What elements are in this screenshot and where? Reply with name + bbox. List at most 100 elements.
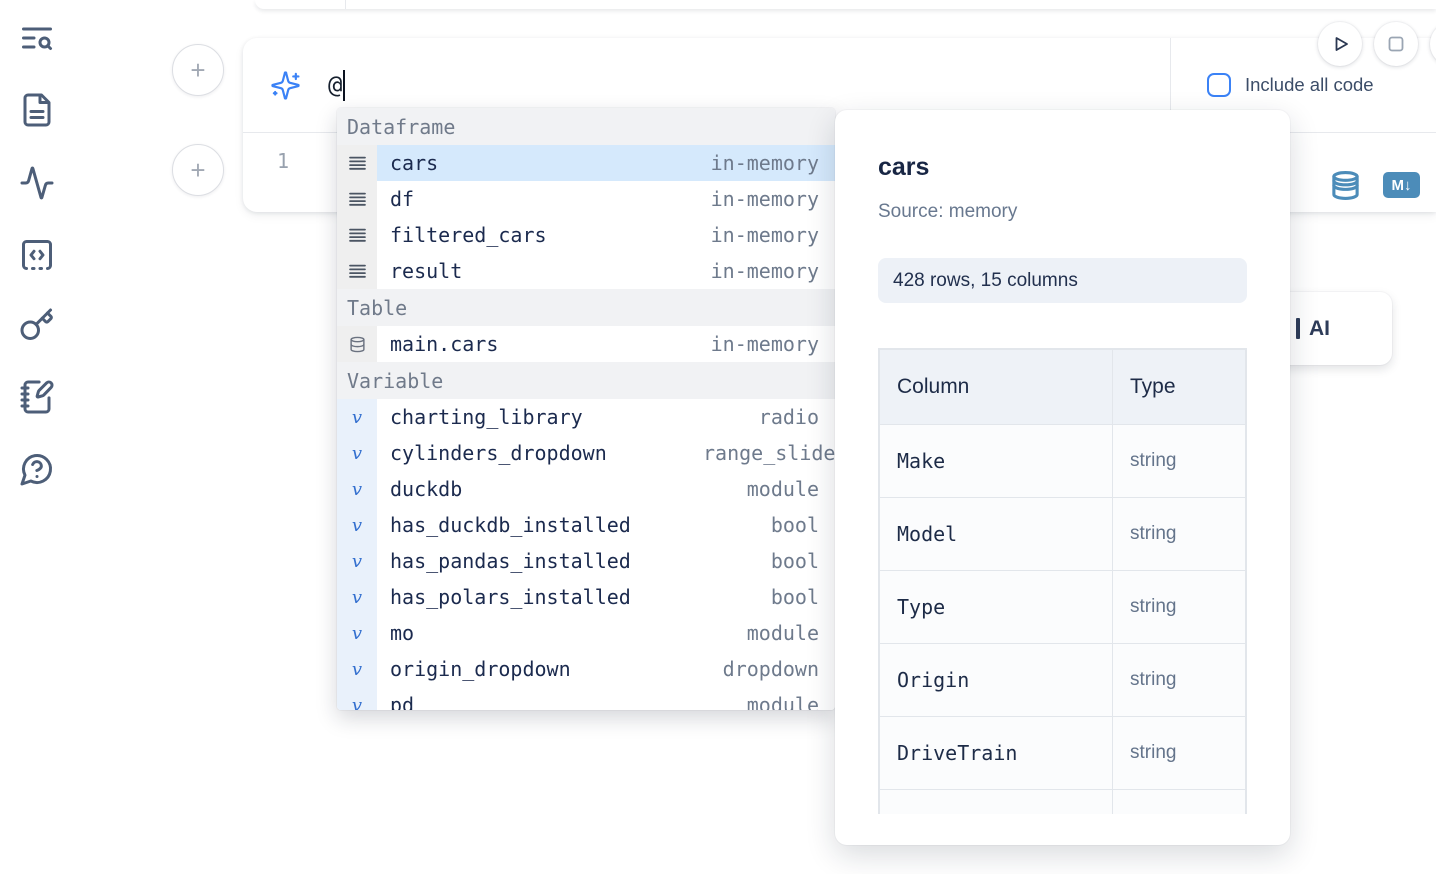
- table-row: Model string: [879, 497, 1246, 571]
- table-row: Type string: [879, 570, 1246, 644]
- item-name: duckdb: [390, 477, 463, 501]
- item-type: in-memory: [710, 259, 819, 283]
- include-all-code-label: Include all code: [1245, 74, 1374, 95]
- secrets-key-icon[interactable]: [19, 307, 55, 343]
- item-name: has_pandas_installed: [390, 549, 631, 573]
- file-document-icon[interactable]: [19, 92, 55, 128]
- include-code-group: Include all code: [1170, 38, 1436, 132]
- item-type: bool: [770, 585, 819, 609]
- section-header-dataframe: Dataframe: [337, 108, 835, 145]
- code-editor-row[interactable]: 1 M↓: [243, 133, 1436, 211]
- column-type-cell: string: [1112, 570, 1246, 644]
- variable-icon: v: [337, 651, 377, 687]
- include-all-code-checkbox[interactable]: [1207, 73, 1231, 97]
- item-type: in-memory: [710, 151, 819, 175]
- help-chat-icon[interactable]: [19, 451, 55, 487]
- autocomplete-item-filtered-cars[interactable]: filtered_cars in-memory: [337, 217, 835, 253]
- autocomplete-dropdown: Dataframe cars in-memory df in-memory fi…: [337, 108, 835, 710]
- column-name-cell: Type: [879, 570, 1113, 644]
- divider: [345, 0, 346, 9]
- prompt-value: @: [328, 71, 343, 99]
- column-type-cell: string: [1112, 716, 1246, 790]
- column-name-cell: Make: [879, 424, 1113, 498]
- item-type: in-memory: [710, 332, 819, 356]
- autocomplete-item-df[interactable]: df in-memory: [337, 181, 835, 217]
- section-header-table: Table: [337, 289, 835, 326]
- item-type: module: [746, 693, 819, 710]
- variable-icon: v: [337, 399, 377, 435]
- item-name: cylinders_dropdown: [390, 441, 607, 465]
- variable-icon: v: [337, 507, 377, 543]
- variable-icon: v: [337, 687, 377, 710]
- dataframe-icon: [337, 181, 377, 217]
- prompt-text: @: [328, 69, 346, 101]
- autocomplete-item-mo[interactable]: v mo module: [337, 615, 835, 651]
- column-type-cell: string: [1112, 424, 1246, 498]
- item-type: module: [746, 621, 819, 645]
- column-name-cell: Origin: [879, 643, 1113, 717]
- cell-actions: M↓: [1330, 133, 1436, 211]
- autocomplete-item-charting-library[interactable]: v charting_library radio: [337, 399, 835, 435]
- preview-title: cars: [878, 153, 930, 181]
- variable-icon: v: [337, 471, 377, 507]
- ai-prompt-input[interactable]: @: [243, 38, 1170, 132]
- toc-search-icon[interactable]: [19, 20, 55, 56]
- item-type: in-memory: [710, 187, 819, 211]
- autocomplete-item-main-cars[interactable]: main.cars in-memory: [337, 326, 835, 362]
- previous-cell-edge: [255, 0, 1436, 9]
- item-name: origin_dropdown: [390, 657, 571, 681]
- section-header-variable: Variable: [337, 362, 835, 399]
- variable-icon: v: [337, 435, 377, 471]
- database-icon[interactable]: [1330, 170, 1361, 201]
- autocomplete-item-has-pandas-installed[interactable]: v has_pandas_installed bool: [337, 543, 835, 579]
- dataframe-icon: [337, 217, 377, 253]
- autocomplete-item-pd[interactable]: v pd module: [337, 687, 835, 710]
- item-name: df: [390, 187, 415, 211]
- item-type: module: [746, 477, 819, 501]
- divider: [1296, 318, 1300, 339]
- table-row: DriveTrain string: [879, 716, 1246, 790]
- table-row-partial: [879, 789, 1246, 814]
- table-row: Make string: [879, 424, 1246, 498]
- column-type-cell: string: [1112, 643, 1246, 717]
- autocomplete-item-result[interactable]: result in-memory: [337, 253, 835, 289]
- autocomplete-item-duckdb[interactable]: v duckdb module: [337, 471, 835, 507]
- column-type-cell: string: [1112, 497, 1246, 571]
- table-header-row: Column Type: [879, 349, 1246, 425]
- activity-icon[interactable]: [19, 165, 55, 201]
- preview-shape-badge: 428 rows, 15 columns: [878, 258, 1247, 303]
- table-row: Origin string: [879, 643, 1246, 717]
- line-number: 1: [276, 149, 289, 173]
- scratchpad-icon[interactable]: [19, 379, 55, 415]
- preview-schema-table: Column Type Make string Model string Typ…: [878, 348, 1247, 814]
- variable-icon: v: [337, 579, 377, 615]
- add-cell-below-button[interactable]: +: [172, 144, 224, 196]
- dataframe-icon: [337, 253, 377, 289]
- item-name: mo: [390, 621, 415, 645]
- text-cursor: [343, 69, 346, 101]
- autocomplete-item-has-duckdb-installed[interactable]: v has_duckdb_installed bool: [337, 507, 835, 543]
- item-type: radio: [758, 405, 819, 429]
- autocomplete-item-cars[interactable]: cars in-memory: [337, 145, 835, 181]
- stop-button[interactable]: [1374, 22, 1418, 66]
- autocomplete-item-cylinders-dropdown[interactable]: v cylinders_dropdown range_slider: [337, 435, 835, 471]
- item-name: filtered_cars: [390, 223, 547, 247]
- item-type: in-memory: [710, 223, 819, 247]
- sparkles-ai-icon: [270, 70, 301, 101]
- extra-action-button[interactable]: [1430, 22, 1436, 66]
- run-button[interactable]: [1318, 22, 1362, 66]
- item-name: charting_library: [390, 405, 583, 429]
- column-header: Column: [879, 349, 1113, 425]
- item-name: main.cars: [390, 332, 499, 356]
- markdown-convert-icon[interactable]: M↓: [1383, 172, 1420, 198]
- autocomplete-item-origin-dropdown[interactable]: v origin_dropdown dropdown: [337, 651, 835, 687]
- add-cell-above-button[interactable]: +: [172, 44, 224, 96]
- database-icon: [337, 326, 377, 362]
- item-name: cars: [390, 151, 439, 175]
- item-name: has_polars_installed: [390, 585, 631, 609]
- item-type: bool: [770, 513, 819, 537]
- autocomplete-item-has-polars-installed[interactable]: v has_polars_installed bool: [337, 579, 835, 615]
- variable-icon: v: [337, 615, 377, 651]
- code-snippets-icon[interactable]: [19, 237, 55, 273]
- dataframe-preview-popup: cars Source: memory 428 rows, 15 columns…: [835, 110, 1290, 845]
